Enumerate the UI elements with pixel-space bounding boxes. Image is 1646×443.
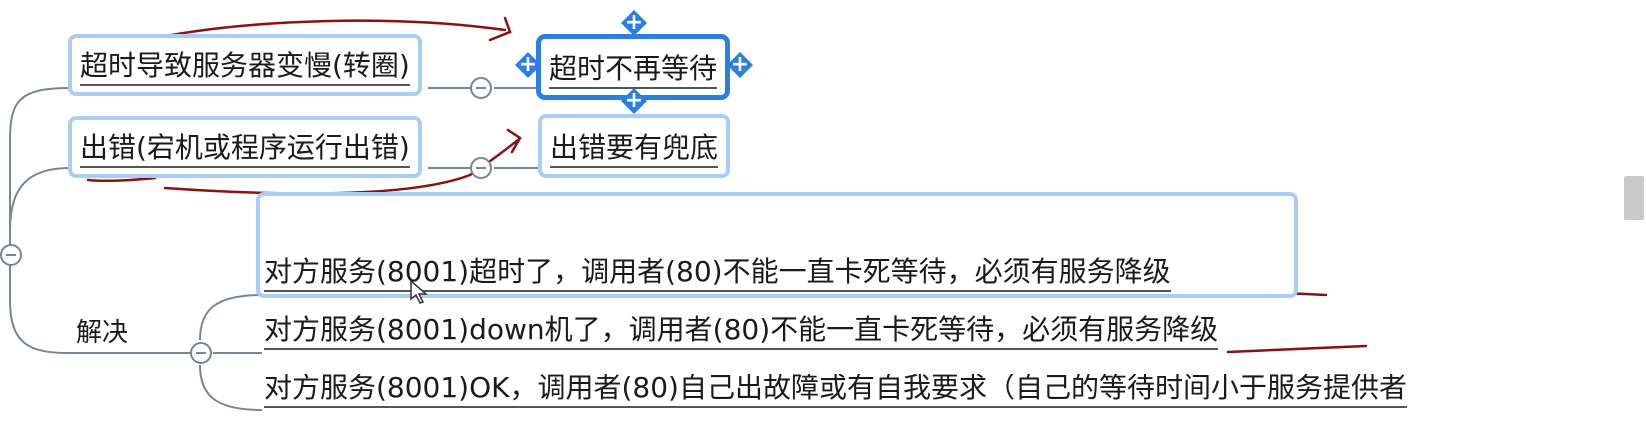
annotation-arrow-error (163, 138, 520, 195)
node-timeout-slow[interactable]: 超时导致服务器变慢(转圈) (68, 34, 422, 96)
connector-error (9, 167, 71, 231)
node-timeout-no-wait-label: 超时不再等待 (549, 55, 718, 89)
vertical-scrollbar[interactable] (1620, 0, 1646, 443)
node-solution-item-3-label: 对方服务(8001)OK，调用者(80)自己出故障或有自我要求（自己的等待时间小… (264, 374, 1407, 408)
annotation-underline-error (86, 176, 157, 183)
annotation-underline-sol2 (1226, 344, 1368, 354)
collapse-icon[interactable] (470, 157, 492, 179)
annotation-arrow-timeout (143, 19, 507, 42)
node-error-crash[interactable]: 出错(宕机或程序运行出错) (68, 116, 422, 178)
node-solution-item-1-label: 对方服务(8001)超时了，调用者(80)不能一直卡死等待，必须有服务降级 (264, 258, 1171, 292)
node-solution-item-2-label: 对方服务(8001)down机了，调用者(80)不能一直卡死等待，必须有服务降级 (264, 316, 1219, 350)
node-timeout-slow-label: 超时导致服务器变慢(转圈) (80, 52, 410, 86)
connector-sol-1 (199, 294, 263, 341)
node-solution[interactable]: 解决 (76, 320, 128, 346)
collapse-icon[interactable] (470, 77, 492, 99)
mouse-pointer-icon (410, 280, 428, 304)
node-error-crash-label: 出错(宕机或程序运行出错) (80, 134, 410, 168)
node-solution-item-3[interactable]: 对方服务(8001)OK，调用者(80)自己出故障或有自我要求（自己的等待时间小… (264, 374, 1542, 408)
annotation-arrowhead-error (506, 128, 522, 154)
node-error-fallback[interactable]: 出错要有兜底 (538, 114, 731, 178)
scrollbar-thumb[interactable] (1624, 176, 1644, 220)
node-solution-label: 解决 (76, 318, 129, 348)
node-solution-item-1[interactable]: 对方服务(8001)超时了，调用者(80)不能一直卡死等待，必须有服务降级 (256, 192, 1298, 298)
connector-trunk (9, 87, 71, 354)
node-solution-item-2[interactable]: 对方服务(8001)down机了，调用者(80)不能一直卡死等待，必须有服务降级 (264, 316, 1219, 350)
collapse-icon[interactable] (0, 244, 22, 266)
collapse-icon[interactable] (190, 342, 212, 364)
annotation-arrowhead-timeout (488, 16, 512, 42)
node-error-fallback-label: 出错要有兜底 (550, 134, 719, 168)
connector-sol-3 (199, 364, 263, 411)
